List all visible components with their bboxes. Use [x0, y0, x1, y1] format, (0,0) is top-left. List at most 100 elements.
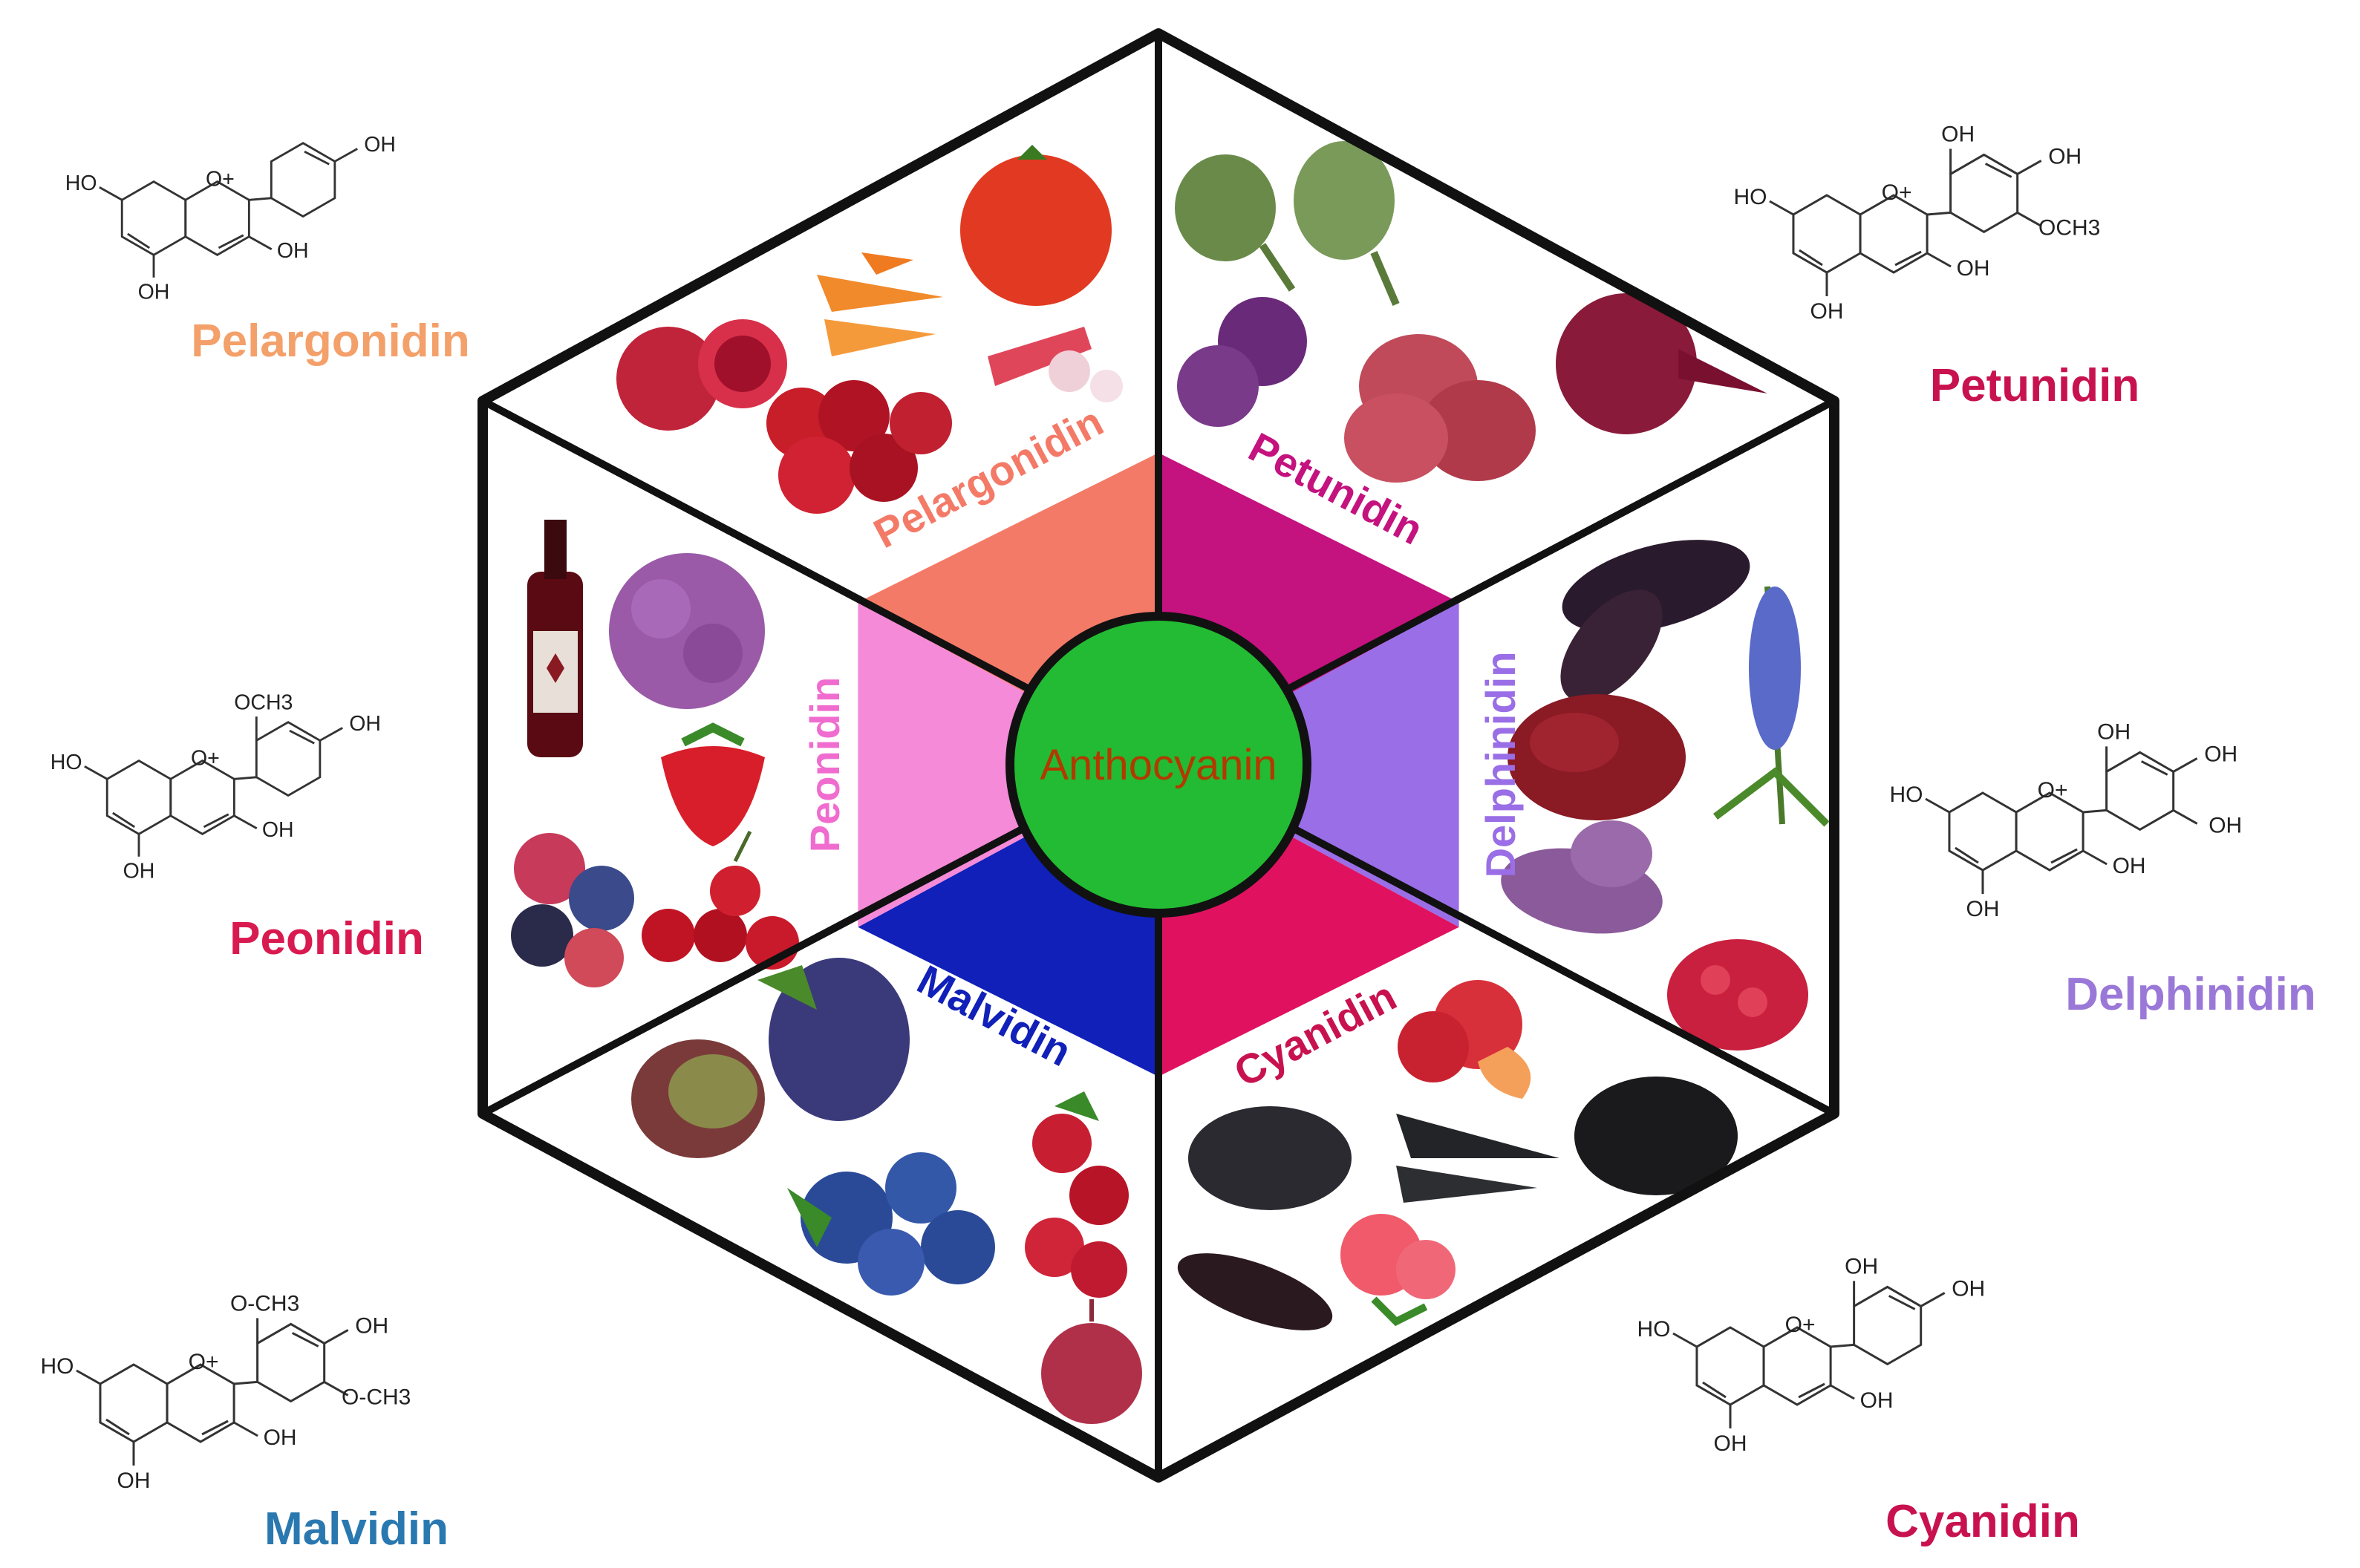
- bond-b4: [1920, 1292, 1946, 1307]
- label-r3: OH: [1860, 1388, 1894, 1413]
- label-r3: OH: [2113, 854, 2146, 878]
- center-circle: [1005, 612, 1311, 918]
- double-bond-c: [201, 1420, 229, 1436]
- plum-image: [1398, 980, 1531, 1099]
- red-radish-image: [988, 327, 1123, 402]
- ring-c: [1859, 194, 1929, 274]
- lettuce-image: [631, 1039, 765, 1158]
- chemical-structures: HOOHO+OHOHHOOHO+OHOHOHOCH3HOOHO+OHOCH3OH…: [40, 122, 2242, 1493]
- label-r5: OH: [138, 280, 170, 304]
- label-b5: O-CH3: [342, 1385, 411, 1409]
- label-r3: OH: [277, 239, 309, 263]
- red-cabbage-image: [1177, 297, 1307, 427]
- ring-a: [105, 759, 172, 836]
- label-oplus: O+: [191, 746, 220, 770]
- bond-r3: [1830, 1384, 1855, 1400]
- red-wine-image: [527, 520, 583, 757]
- bond-c2-b1: [234, 776, 257, 780]
- label-r7: HO: [1733, 185, 1767, 209]
- label-b5: OCH3: [2038, 215, 2100, 240]
- ring-c: [1762, 1326, 1832, 1406]
- label-b4: OH: [355, 1313, 388, 1338]
- label-r7: HO: [40, 1354, 74, 1379]
- red-apple-image: [766, 380, 952, 514]
- bond-r3: [248, 235, 273, 251]
- ring-a: [1948, 791, 2018, 872]
- double-bond-b: [1888, 1295, 1916, 1310]
- black-carrot-image: [1396, 1114, 1559, 1203]
- artichoke-image: [1175, 141, 1400, 306]
- label-r3: OH: [1957, 256, 1990, 281]
- ring-b: [255, 721, 322, 797]
- black-rice-image: [1574, 1077, 1738, 1195]
- bond-b4: [319, 727, 343, 742]
- bond-r7: [1925, 797, 1950, 814]
- label-oplus: O+: [1785, 1313, 1816, 1337]
- ring-a: [99, 1363, 169, 1443]
- double-bond-a: [1955, 846, 1979, 864]
- double-bond-b: [1984, 163, 2012, 178]
- label-b3: OH: [2097, 719, 2131, 744]
- bond-r7: [99, 186, 123, 201]
- bond-b4: [334, 148, 358, 163]
- double-bond-c: [218, 234, 244, 249]
- structure-name-malvidin: Malvidin: [264, 1503, 449, 1555]
- red-beans-image: [1507, 694, 1686, 820]
- label-r5: OH: [123, 859, 155, 883]
- label-r5: OH: [1966, 897, 2000, 921]
- double-bond-a: [1799, 249, 1823, 267]
- bond-r7: [84, 765, 108, 780]
- purple-corn-image: [1177, 1253, 1333, 1330]
- label-b4: OH: [2204, 742, 2237, 766]
- double-bond-c: [2050, 848, 2078, 864]
- structure-name-delphinidin: Delphinidin: [2065, 969, 2316, 1020]
- bond-r7: [76, 1369, 101, 1385]
- label-b4: OH: [1952, 1276, 1985, 1301]
- bond-r3: [1926, 252, 1952, 268]
- bond-c2-b1: [249, 197, 272, 201]
- mixed-berries-image: [511, 833, 634, 987]
- double-bond-b: [304, 150, 330, 166]
- double-bond-a: [112, 811, 136, 829]
- ring-b: [256, 1322, 326, 1403]
- label-b3: OH: [1941, 122, 1975, 146]
- bond-c2-b1: [1926, 211, 1951, 216]
- ring-c: [166, 1363, 235, 1443]
- structure-name-peonidin: Peonidin: [229, 913, 424, 964]
- center-node: Anthocyanin: [1005, 612, 1311, 918]
- larkspur-flower-image: [1713, 586, 1830, 827]
- label-r7: HO: [1637, 1317, 1670, 1342]
- label-r5: OH: [1810, 299, 1844, 324]
- ring-b: [270, 142, 336, 218]
- ring-a: [1695, 1326, 1765, 1406]
- bond-r7: [1769, 200, 1794, 216]
- black-soybean-image: [1188, 1106, 1352, 1210]
- red-onion-image: [1041, 1299, 1142, 1424]
- bond-b5: [2172, 809, 2198, 825]
- cranberry-image: [1025, 1091, 1129, 1298]
- label-b3: OH: [1845, 1254, 1878, 1278]
- label-b5: OH: [2209, 813, 2242, 837]
- ring-c: [2015, 791, 2084, 872]
- double-bond-a: [1702, 1381, 1727, 1399]
- sector-label-peonidin: Peonidin: [801, 677, 848, 852]
- label-b4: OH: [349, 712, 381, 736]
- label-oplus: O+: [1882, 180, 1912, 205]
- raspberry-image: [1340, 1214, 1456, 1327]
- label-r3: OH: [262, 818, 294, 842]
- red-currant-image: [1667, 939, 1808, 1051]
- carrot-image: [817, 252, 943, 356]
- label-b4: OH: [364, 133, 396, 157]
- beetroot-image: [1556, 293, 1767, 434]
- double-bond-b: [289, 729, 315, 745]
- bond-r3: [233, 1421, 258, 1437]
- double-bond-a: [105, 1418, 130, 1436]
- ring-a: [1792, 194, 1862, 274]
- label-b3: OCH3: [234, 691, 293, 715]
